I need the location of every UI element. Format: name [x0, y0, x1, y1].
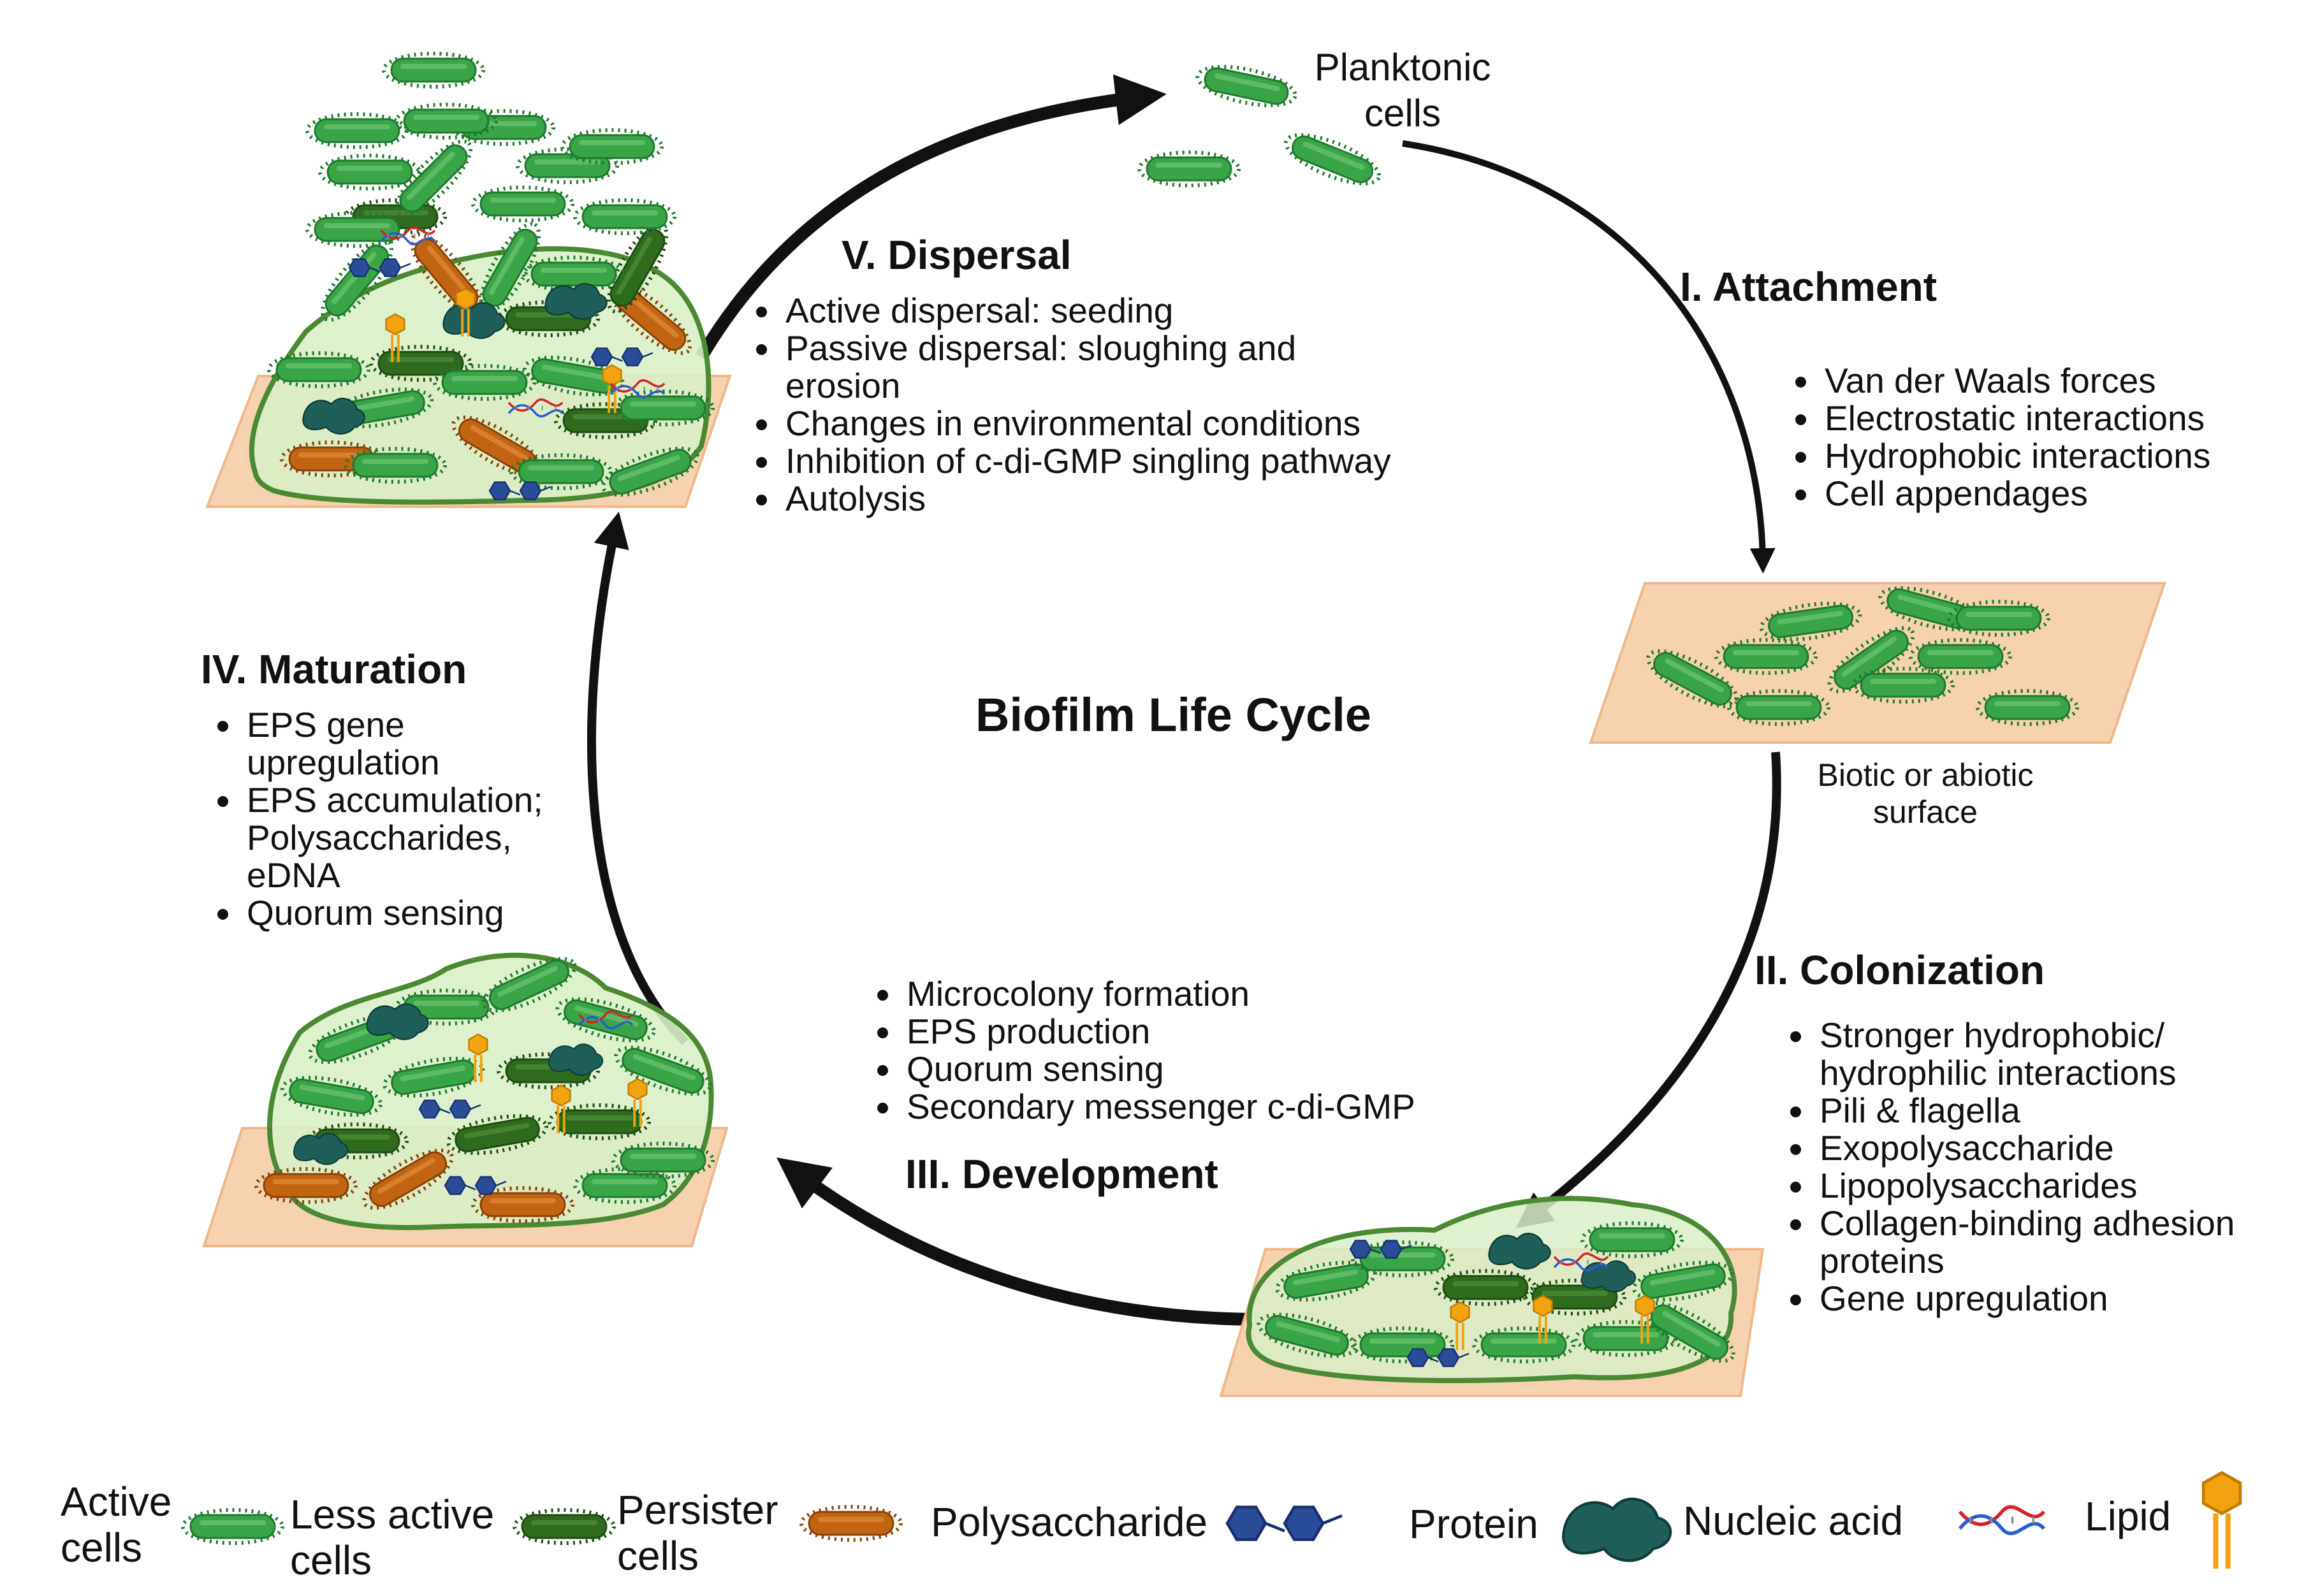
attachment-point: Electrostatic interactions [1821, 400, 2313, 437]
development-point: Quorum sensing [903, 1050, 1540, 1088]
legend-less-active-cells: Less active cells [290, 1491, 495, 1583]
dispersal-points: Active dispersal: seeding Passive disper… [752, 292, 1547, 518]
colonization-point: Gene upregulation [1816, 1280, 2313, 1317]
attachment-point: Hydrophobic interactions [1821, 437, 2313, 475]
dispersal-point: Autolysis [782, 480, 1547, 518]
legend-protein: Protein [1409, 1501, 1538, 1547]
colonization-point: Lipopolysaccharides [1816, 1167, 2313, 1205]
planktonic-label-line-2: cells [1364, 92, 1441, 134]
colonization-point: Stronger hydrophobic/ hydrophilic intera… [1816, 1017, 2234, 1092]
legend-polysaccharide: Polysaccharide [931, 1499, 1208, 1545]
attachment-point: Cell appendages [1821, 475, 2313, 512]
colonization-title: II. Colonization [1755, 947, 2045, 993]
development-point: Secondary messenger c-di-GMP [903, 1088, 1540, 1126]
planktonic-cell [1139, 152, 1239, 185]
development-point: Microcolony formation [903, 975, 1540, 1013]
development-point: EPS production [903, 1013, 1540, 1050]
planktonic-cells-label: Planktonic cells [1294, 45, 1511, 136]
legend-active-cell-symbol [183, 1510, 282, 1543]
legend-nucleic-acid: Nucleic acid [1683, 1498, 1904, 1544]
arrow-colonization-to-development [776, 1157, 1263, 1326]
legend-lipid-symbol [2203, 1473, 2240, 1569]
surface-label: Biotic or abiotic surface [1766, 757, 2085, 831]
dispersal-point: Passive dispersal: sloughing and erosion [782, 330, 1385, 405]
legend-polysaccharide-symbol [1227, 1507, 1342, 1540]
development-points: Microcolony formation EPS production Quo… [873, 975, 1540, 1126]
maturation-points: EPS gene upregulation EPS accumulation; … [214, 706, 600, 932]
colonization-point: Pili & flagella [1816, 1092, 2313, 1129]
attachment-title: I. Attachment [1680, 264, 1937, 310]
dispersal-point: Active dispersal: seeding [782, 292, 1547, 330]
legend-persister-cell-symbol [801, 1507, 901, 1540]
surface-label-line-2: surface [1873, 794, 1978, 830]
dispersal-title: V. Dispersal [842, 232, 1072, 278]
center-title: Biofilm Life Cycle [975, 688, 1371, 741]
arrow-planktonic-to-attachment [1402, 140, 1776, 574]
planktonic-cell [1194, 59, 1298, 112]
surface-label-line-1: Biotic or abiotic [1817, 757, 2034, 793]
legend-nucleic-acid-symbol [1960, 1507, 2044, 1534]
attachment-points: Van der Waals forces Electrostatic inter… [1791, 362, 2313, 512]
colonization-point: Collagen-binding adhesion proteins [1816, 1205, 2304, 1280]
development-title: III. Development [905, 1151, 1218, 1197]
arrow-maturation-to-dispersal [587, 511, 689, 1045]
dispersal-point: Inhibition of c-di-GMP singling pathway [782, 442, 1547, 480]
maturation-point: EPS accumulation; Polysaccharides, eDNA [243, 781, 578, 894]
legend-protein-symbol [1563, 1499, 1670, 1561]
colonization-points: Stronger hydrophobic/ hydrophilic intera… [1786, 1017, 2313, 1317]
planktonic-label-line-1: Planktonic [1314, 46, 1491, 89]
attachment-point: Van der Waals forces [1821, 362, 2313, 400]
dispersal-point: Changes in environmental conditions [782, 405, 1547, 442]
legend-persister-cells: Persister cells [617, 1487, 778, 1579]
line-surface-to-colonization [1515, 751, 1781, 1228]
maturation-title: IV. Maturation [201, 646, 467, 692]
legend-lipid: Lipid [2085, 1493, 2171, 1539]
colonization-point: Exopolysaccharide [1816, 1129, 2313, 1167]
maturation-point: Quorum sensing [243, 894, 600, 932]
arrow-dispersal-to-planktonic [696, 74, 1167, 361]
maturation-point: EPS gene upregulation [243, 706, 476, 781]
legend-less-active-cell-symbol [514, 1510, 614, 1543]
legend-active-cells: Active cells [61, 1479, 172, 1571]
